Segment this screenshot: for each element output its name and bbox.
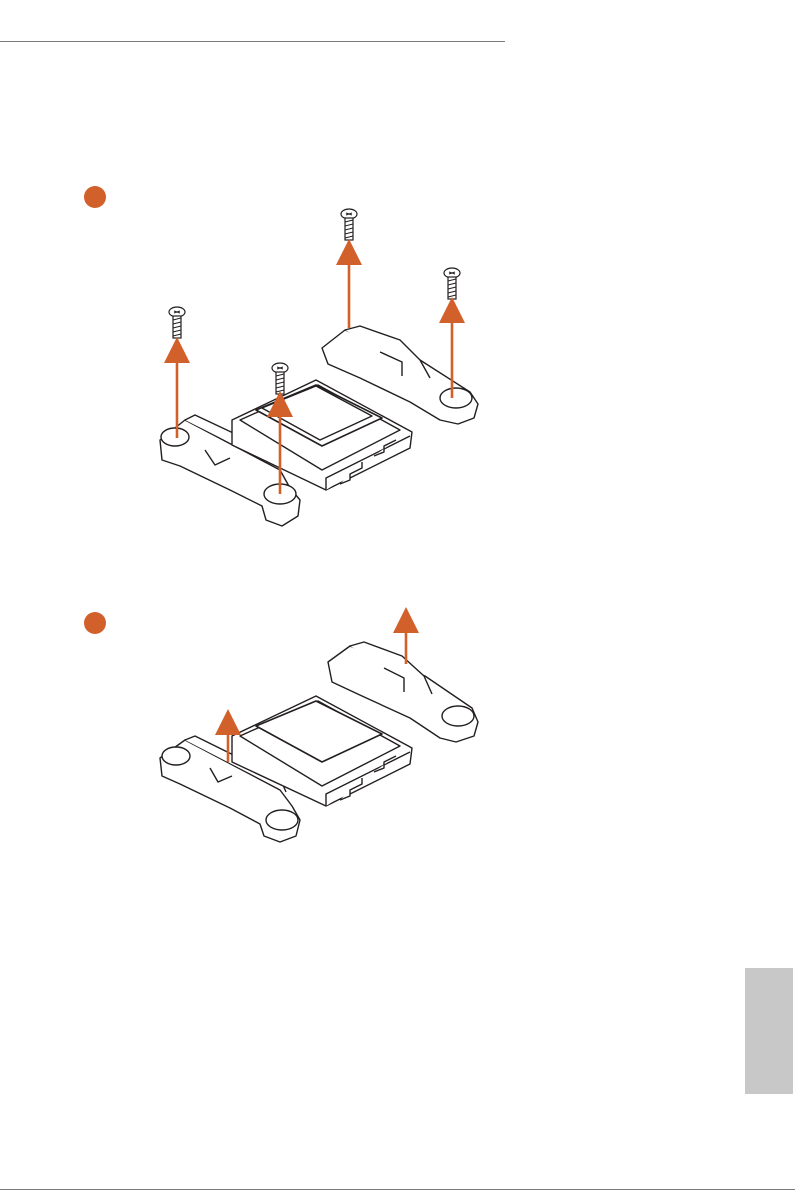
lift-bracket-illustration [0,0,795,900]
footer-rule [0,1189,795,1190]
language-tab [745,968,793,1094]
